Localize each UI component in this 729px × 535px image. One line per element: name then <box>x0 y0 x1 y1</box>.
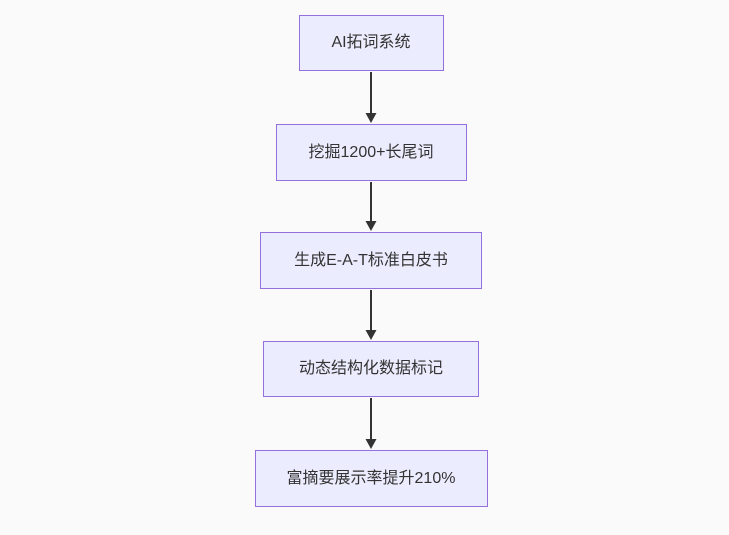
flow-node-label: 生成E-A-T标准白皮书 <box>294 251 448 269</box>
arrowhead-icon <box>365 330 377 340</box>
arrowhead-icon <box>365 439 377 449</box>
flow-node: AI拓词系统 <box>298 15 444 71</box>
flow-node: 富摘要展示率提升210% <box>254 450 488 507</box>
flow-node-label: 动态结构化数据标记 <box>298 360 443 378</box>
flow-node: 动态结构化数据标记 <box>263 341 479 397</box>
flow-node-label: AI拓词系统 <box>331 34 411 52</box>
flow-node: 挖掘1200+长尾词 <box>275 124 467 181</box>
arrowhead-icon <box>365 113 377 123</box>
flow-node-label: 富摘要展示率提升210% <box>286 469 456 487</box>
flow-node-label: 挖掘1200+长尾词 <box>308 143 434 161</box>
flow-node: 生成E-A-T标准白皮书 <box>260 232 482 289</box>
arrowhead-icon <box>365 221 377 231</box>
